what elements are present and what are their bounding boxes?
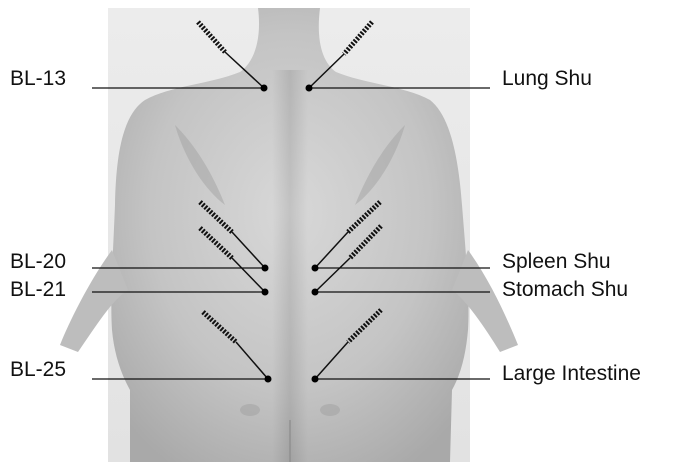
label-large-intestine: Large Intestine (502, 362, 641, 385)
label-bl20: BL-20 (10, 250, 66, 273)
point-bl21-right (312, 289, 319, 296)
label-stomach-shu: Stomach Shu (502, 278, 628, 301)
point-bl25-right (312, 376, 319, 383)
point-bl13-right (306, 85, 313, 92)
point-bl13-left (261, 85, 268, 92)
point-bl21-left (262, 289, 269, 296)
point-bl25-left (265, 376, 272, 383)
label-lung-shu: Lung Shu (502, 67, 592, 90)
label-bl21: BL-21 (10, 278, 66, 301)
point-bl20-left (262, 265, 269, 272)
label-bl13: BL-13 (10, 67, 66, 90)
label-bl25: BL-25 (10, 358, 66, 381)
label-spleen-shu: Spleen Shu (502, 250, 611, 273)
point-bl20-right (312, 265, 319, 272)
